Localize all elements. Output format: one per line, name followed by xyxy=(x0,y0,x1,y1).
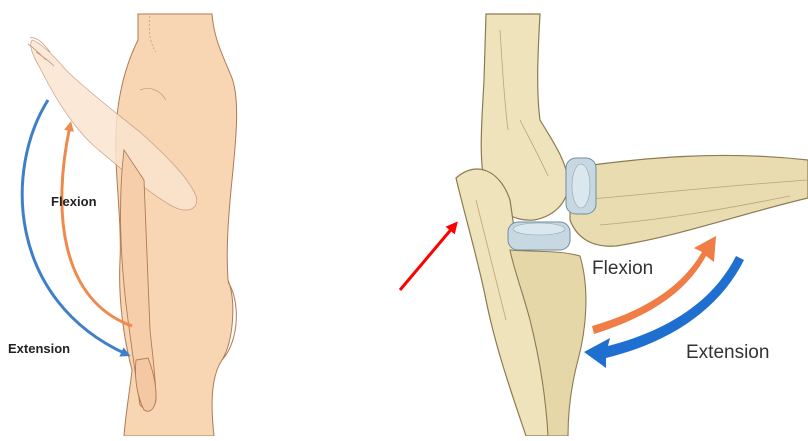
left-flexion-label: Flexion xyxy=(51,194,97,209)
left-extension-label: Extension xyxy=(8,341,70,356)
red-pointer-arrow xyxy=(400,226,454,290)
forearm-bones xyxy=(570,155,808,246)
elbow-joint-illustration xyxy=(456,14,808,436)
right-flexion-arrow xyxy=(592,236,716,334)
human-arm-illustration xyxy=(28,14,237,436)
right-extension-label: Extension xyxy=(686,342,769,364)
right-flexion-label: Flexion xyxy=(592,258,653,280)
